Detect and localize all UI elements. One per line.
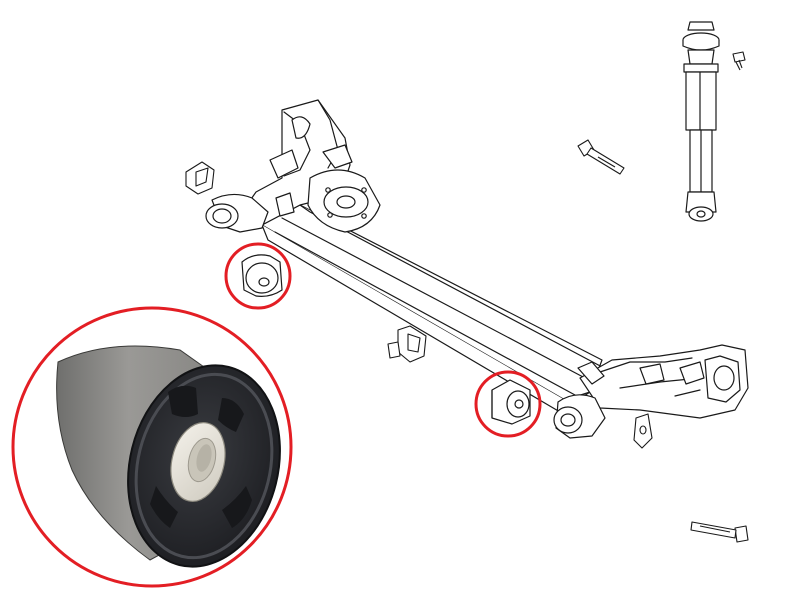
- highlight-circle-left: [224, 242, 292, 310]
- bushing-right-drawing: [491, 379, 531, 425]
- shock-absorber: [682, 21, 720, 222]
- mounting-bolt: [577, 51, 749, 543]
- highlight-circle-right: [474, 370, 542, 438]
- bushing-left-drawing: [241, 254, 283, 297]
- bump-stop: [185, 161, 427, 363]
- highlight-circles: [11, 242, 542, 588]
- rear-axle-beam: [205, 99, 749, 439]
- bushing-zoom-photo: [56, 345, 281, 568]
- highlight-circle-zoom: [11, 306, 293, 588]
- bracket: [633, 413, 653, 449]
